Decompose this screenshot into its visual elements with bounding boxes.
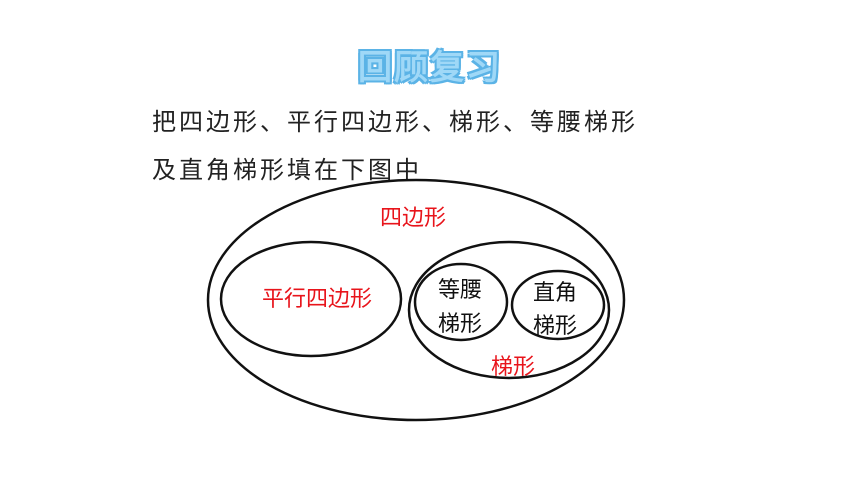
isosceles-label-line1: 等腰: [438, 278, 482, 303]
isosceles-trapezoid-ellipse: [413, 262, 509, 342]
quadrilateral-label: 四边形: [380, 206, 446, 231]
question-line-1: 把四边形、平行四边形、梯形、等腰梯形: [152, 108, 638, 136]
page-title: 回顾复习: [358, 48, 502, 88]
parallelogram-label: 平行四边形: [262, 287, 372, 312]
right-label-line1: 直角: [533, 281, 577, 306]
question-line-2: 及直角梯形填在下图中: [152, 156, 422, 184]
trapezoid-label: 梯形: [491, 355, 535, 380]
question-text: 把四边形、平行四边形、梯形、等腰梯形 及直角梯形填在下图中: [152, 98, 712, 194]
parallelogram-ellipse: [219, 240, 403, 358]
trapezoid-ellipse: [407, 240, 611, 380]
right-trapezoid-ellipse: [510, 269, 606, 341]
quadrilateral-ellipse: [206, 178, 626, 422]
right-label-line2: 梯形: [533, 314, 577, 339]
isosceles-label-line2: 梯形: [438, 312, 482, 337]
